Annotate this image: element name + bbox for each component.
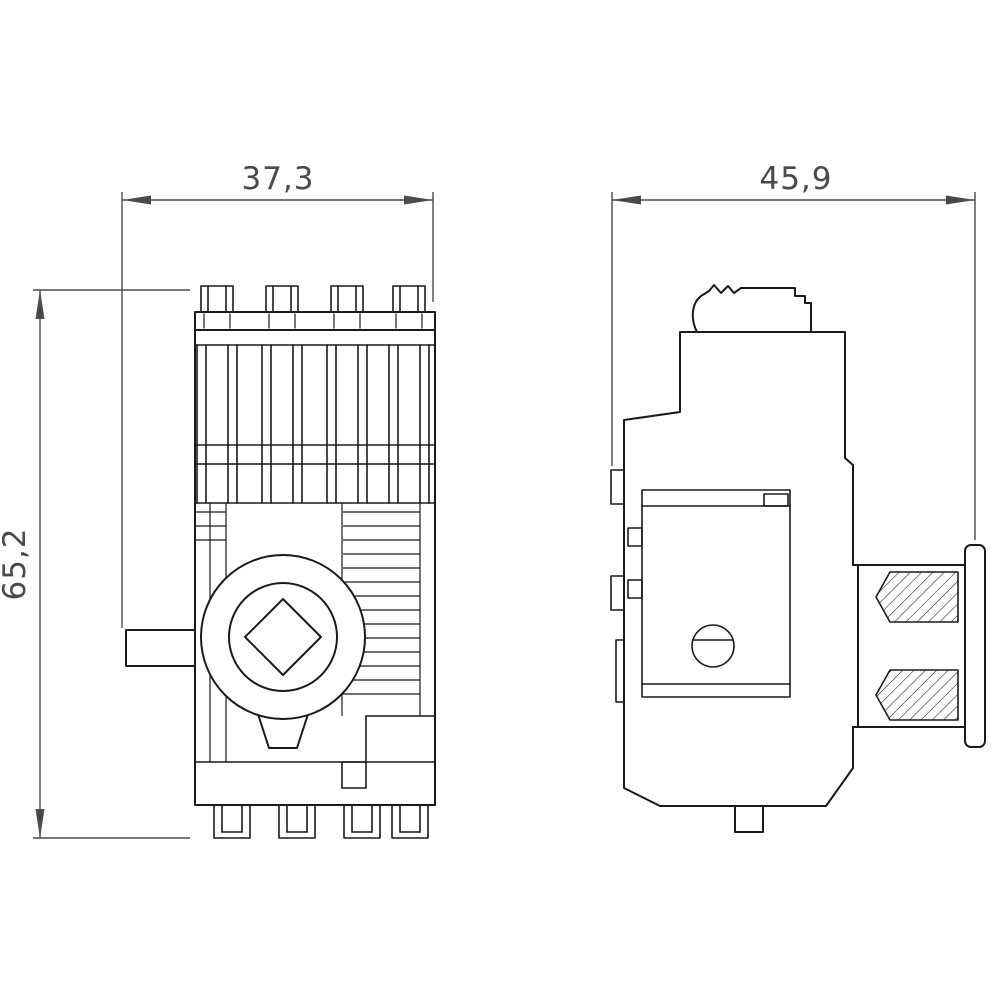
front-terminal-slots	[194, 344, 436, 504]
arrowhead	[35, 809, 45, 838]
din-rail-clamp-hooks	[610, 469, 625, 703]
dimension-height: 65,2	[0, 289, 190, 839]
dimension-front-width: 37,3	[121, 161, 434, 628]
arrowhead	[35, 290, 45, 319]
dimension-side-width: 45,9	[611, 161, 976, 540]
handle-wing-upper	[875, 571, 959, 623]
front-left-notch	[125, 629, 196, 667]
side-top-latch	[691, 284, 812, 333]
front-bottom-terminal-tabs	[213, 804, 429, 839]
side-inner-box	[627, 489, 791, 698]
handle-wing-lower	[875, 669, 959, 721]
dim-side-width-label: 45,9	[759, 161, 832, 197]
side-view	[610, 284, 986, 833]
side-body-outline	[623, 331, 854, 807]
arrowhead	[404, 195, 433, 205]
arrowhead	[612, 195, 641, 205]
front-lower-details	[194, 715, 436, 789]
screw-head	[691, 624, 735, 668]
dim-front-width-label: 37,3	[241, 161, 314, 197]
shaft-handle	[852, 544, 986, 748]
knob-square-drive	[244, 598, 322, 676]
front-view	[125, 285, 436, 839]
arrowhead	[946, 195, 975, 205]
front-top-terminal-tabs	[200, 285, 426, 313]
dim-height-label: 65,2	[0, 527, 33, 600]
side-bottom-foot	[734, 805, 764, 833]
front-top-band	[194, 311, 436, 331]
arrowhead	[122, 195, 151, 205]
